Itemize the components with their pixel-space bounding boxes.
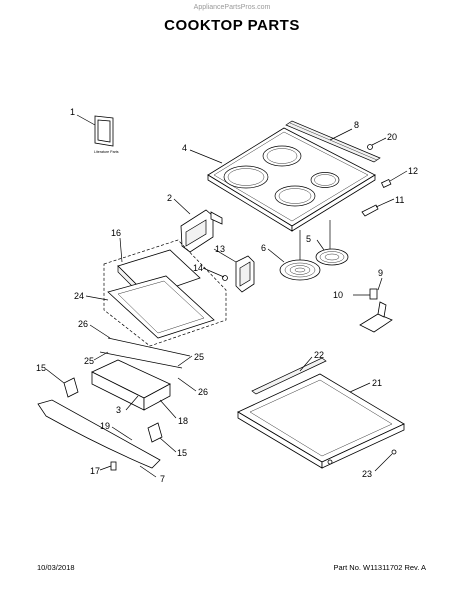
callout-3: 3 [116, 405, 121, 415]
part-bracket[interactable] [180, 209, 223, 253]
part-strip-22[interactable] [251, 357, 327, 395]
callout-2: 2 [167, 193, 172, 203]
callout-25a: 25 [84, 356, 94, 366]
callout-11: 11 [395, 195, 404, 205]
part-screw-14[interactable] [222, 275, 228, 281]
callout-23: 23 [362, 469, 372, 479]
page-title: COOKTOP PARTS [164, 17, 300, 34]
part-bezel[interactable] [37, 399, 161, 469]
callout-13: 13 [215, 244, 225, 254]
footer-date: 10/03/2018 [37, 563, 75, 572]
callout-12: 12 [408, 166, 418, 176]
callout-26a: 26 [78, 319, 88, 329]
part-endcap-right[interactable] [147, 422, 163, 443]
callout-25b: 25 [194, 352, 204, 362]
part-literature-booklet[interactable] [94, 115, 114, 147]
part-seal-26a[interactable] [107, 337, 191, 357]
part-switch-10[interactable] [369, 288, 378, 300]
part-burner-box[interactable] [237, 373, 405, 469]
footer-part-number: Part No. W11311702 Rev. A [333, 563, 426, 572]
callout-9: 9 [378, 268, 383, 278]
part-cooktop[interactable] [207, 127, 376, 232]
callout-15a: 15 [36, 363, 46, 373]
part-screw-20[interactable] [367, 144, 373, 150]
callout-24: 24 [74, 291, 84, 301]
callout-1: 1 [70, 107, 75, 117]
part-control-housing[interactable] [91, 359, 171, 411]
literature-parts-label: Literature Parts [94, 150, 119, 154]
callout-17: 17 [90, 466, 100, 476]
callout-18: 18 [178, 416, 188, 426]
part-seal-25a[interactable] [99, 351, 183, 369]
callout-10: 10 [333, 290, 343, 300]
part-terminal-block[interactable] [380, 178, 392, 188]
part-surface-element-small[interactable] [315, 220, 349, 266]
callout-26b: 26 [198, 387, 208, 397]
callout-5: 5 [306, 234, 311, 244]
callout-16: 16 [111, 228, 121, 238]
callout-22: 22 [314, 350, 324, 360]
watermark: AppliancePartsPros.com [193, 4, 271, 11]
callout-6: 6 [261, 243, 266, 253]
part-control-panel[interactable] [107, 275, 215, 339]
part-screw-23[interactable] [327, 449, 397, 465]
part-bracket-9[interactable] [359, 301, 393, 333]
part-rear-trim[interactable] [285, 120, 381, 163]
callout-4: 4 [182, 143, 187, 153]
callout-7: 7 [160, 474, 165, 484]
callout-20: 20 [387, 132, 397, 142]
callout-14: 14 [193, 263, 203, 273]
leader-lines [45, 114, 408, 478]
callout-21: 21 [372, 378, 382, 388]
part-clip[interactable] [361, 204, 379, 217]
part-bracket-13[interactable] [235, 255, 255, 293]
callout-15b: 15 [177, 448, 187, 458]
part-endcap-left[interactable] [63, 377, 79, 398]
callout-8: 8 [354, 120, 359, 130]
callout-19: 19 [100, 421, 110, 431]
part-screw-17[interactable] [110, 461, 117, 471]
part-surface-element-large[interactable] [279, 230, 321, 281]
